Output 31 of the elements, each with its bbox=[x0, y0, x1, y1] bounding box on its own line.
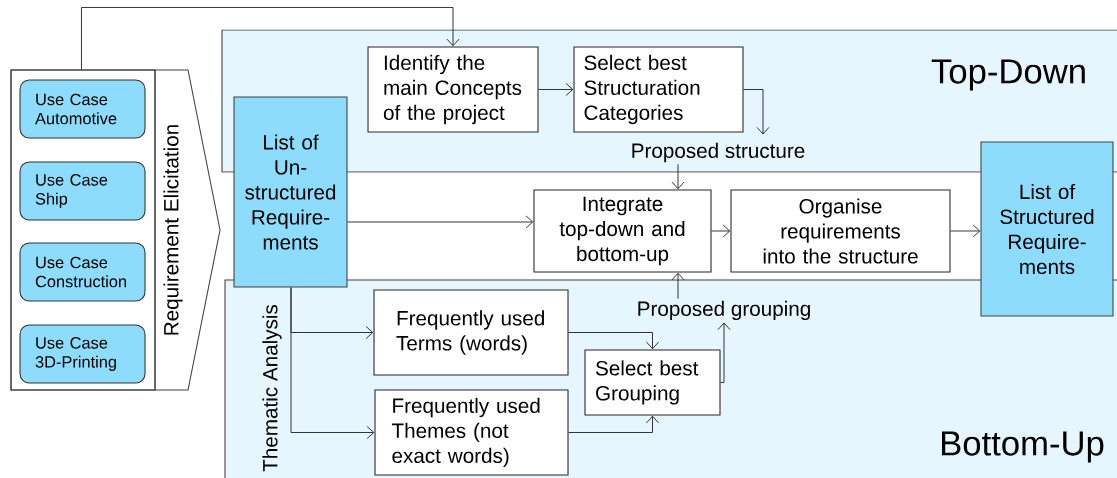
use-case-box: Use Case Ship bbox=[19, 161, 146, 221]
flow-label: Proposed structure bbox=[632, 142, 805, 163]
arrow bbox=[81, 7, 460, 70]
arrow bbox=[568, 332, 659, 350]
arrow bbox=[950, 224, 981, 238]
node-label: Requirement Elicitation bbox=[163, 125, 183, 335]
flow-label: Proposed grouping bbox=[638, 300, 810, 321]
use-case-box: Use Case Construction bbox=[19, 242, 146, 302]
arrow bbox=[717, 322, 731, 383]
use-case-box: Use Case Automotive bbox=[19, 79, 146, 139]
process-box: Integrate top-down and bottom-up bbox=[533, 189, 712, 273]
process-box: Select best Grouping bbox=[584, 349, 721, 416]
requirements-box: List of Un-structured Require-ments bbox=[233, 96, 348, 288]
process-box: Frequently used Themes (not exact words) bbox=[374, 389, 569, 476]
process-box: Frequently used Terms (words) bbox=[373, 289, 569, 376]
section-title: Bottom-Up bbox=[942, 431, 1104, 463]
arrow bbox=[711, 224, 731, 238]
arrow bbox=[671, 272, 685, 300]
section-title: Top-Down bbox=[931, 59, 1085, 91]
arrow bbox=[347, 215, 534, 229]
arrow bbox=[290, 287, 375, 439]
requirements-box: List of Structured Require-ments bbox=[980, 141, 1114, 317]
arrow bbox=[568, 415, 659, 433]
process-box: Organise requirements into the structure bbox=[730, 189, 951, 273]
arrow bbox=[538, 83, 574, 96]
use-case-box: Use Case 3D-Printing bbox=[19, 324, 146, 384]
arrow bbox=[743, 89, 770, 135]
vertical-label: Thematic Analysis bbox=[262, 304, 282, 472]
arrow bbox=[671, 163, 685, 190]
process-box: Identify the main Concepts of the project bbox=[367, 46, 539, 133]
process-box: Select best Structuration Categories bbox=[573, 46, 744, 133]
